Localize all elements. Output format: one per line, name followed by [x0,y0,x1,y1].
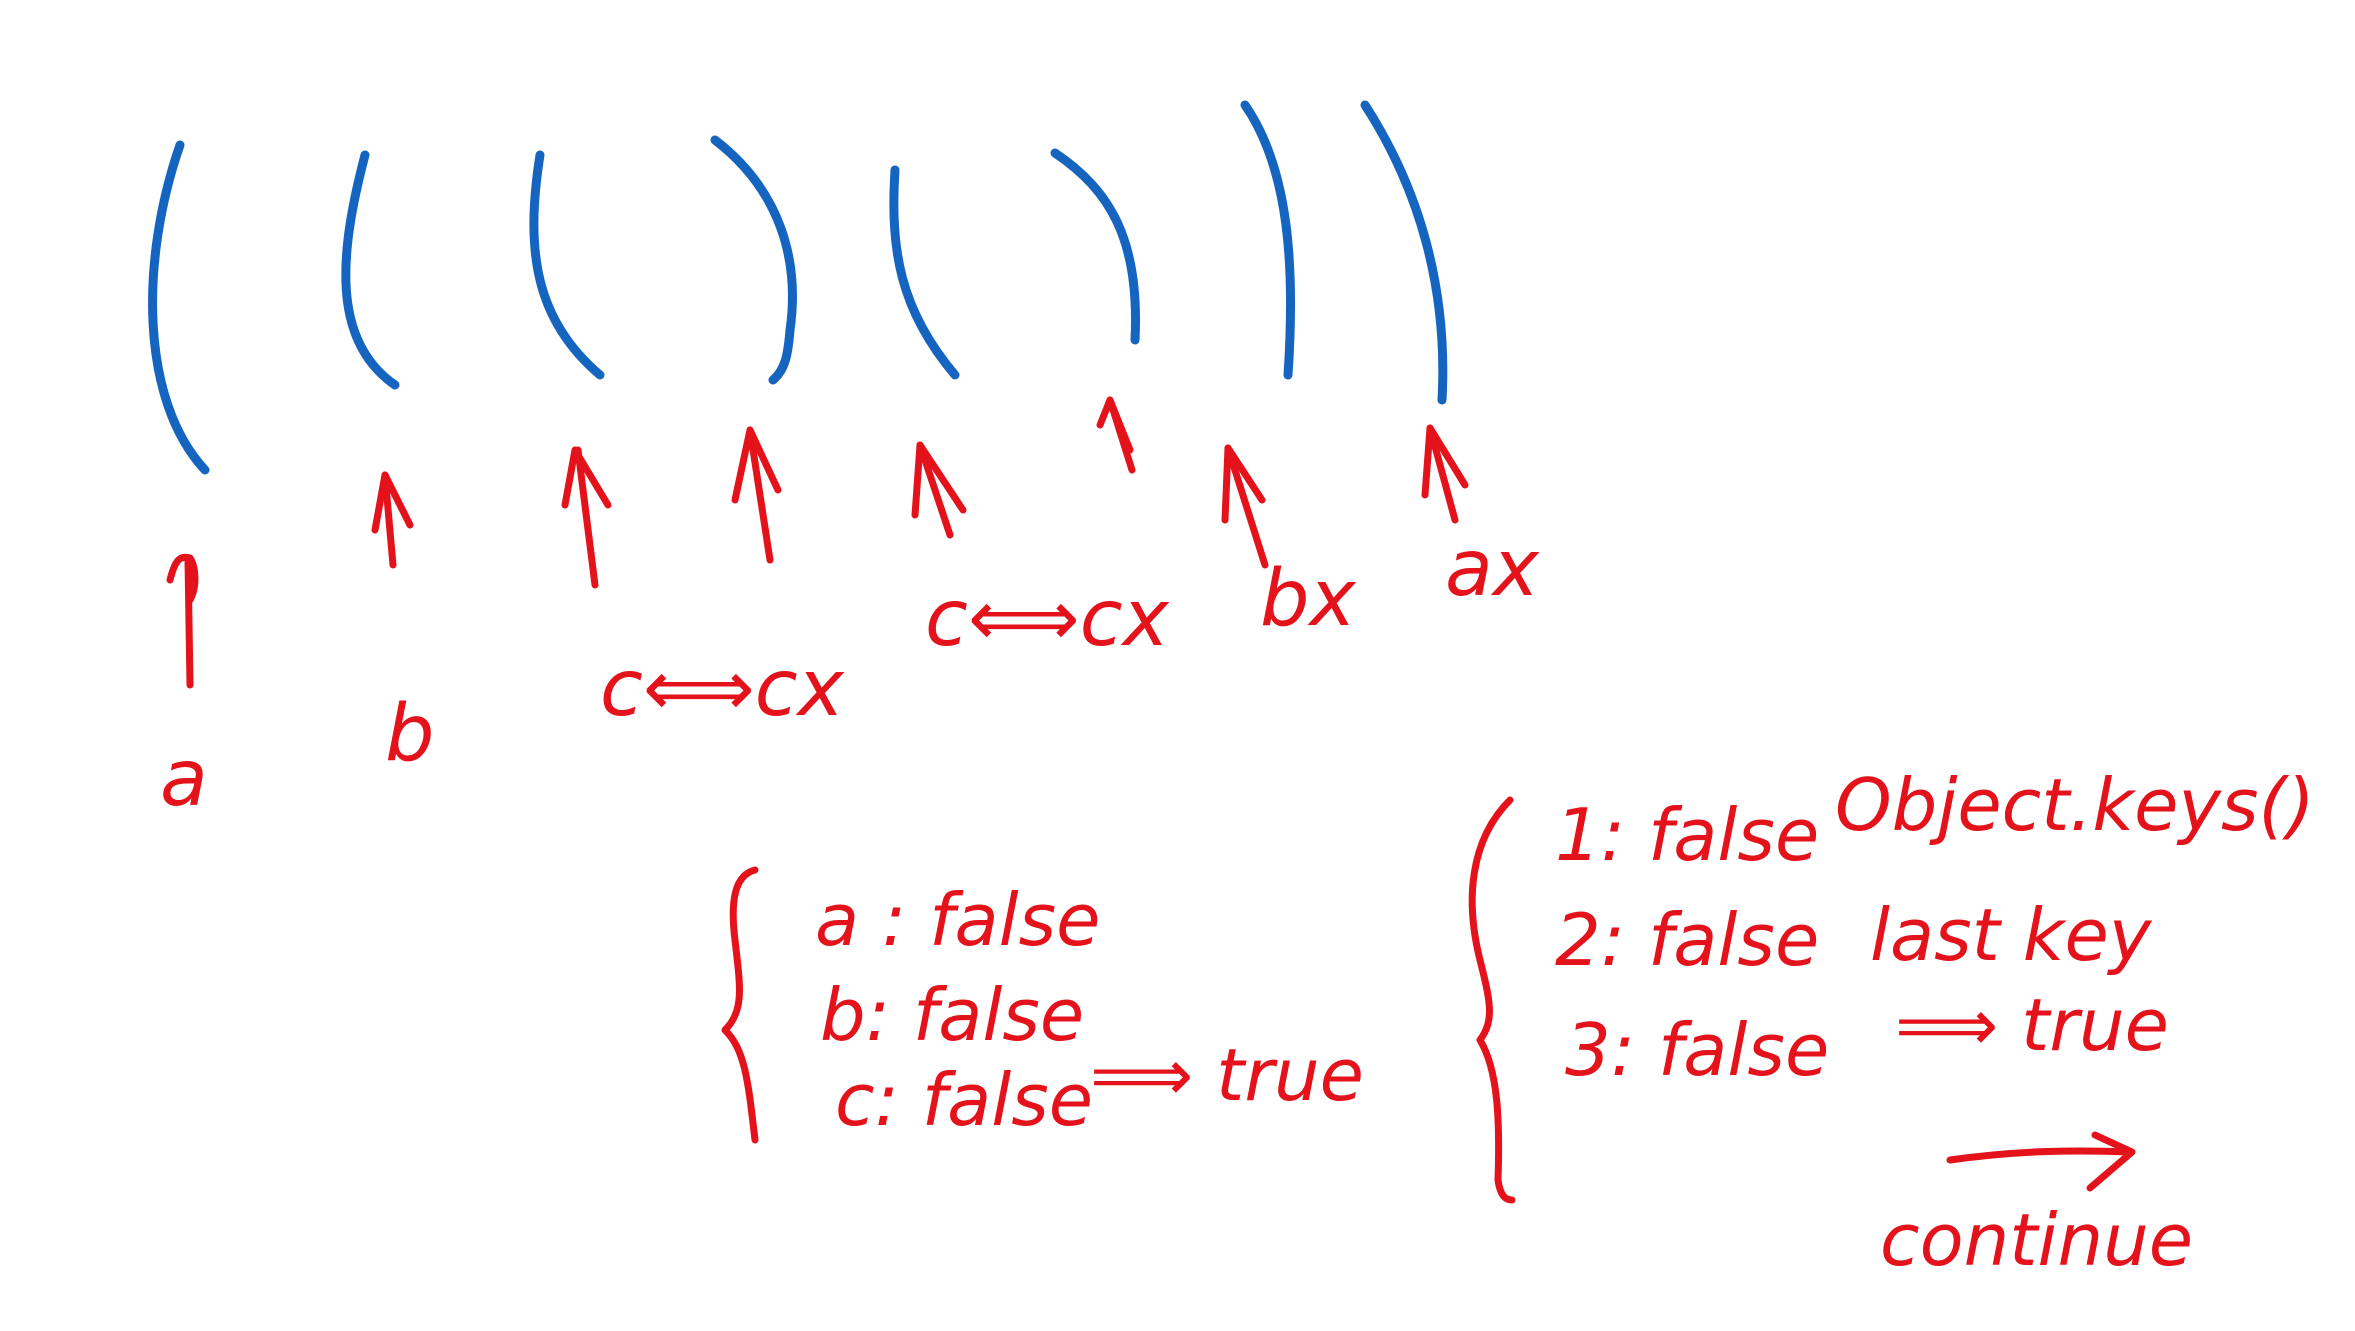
label-c-cx-2: c⟺cx [925,574,1170,664]
arrow-bx [1221,444,1269,569]
arrow-ax [1421,424,1469,524]
arrow-c-2 [911,441,967,539]
arrow-a [166,553,199,689]
paren-open-2 [341,150,400,390]
continue-arrow [1946,1131,2136,1192]
object-keys-label: Object.keys() [1835,763,2315,847]
arrow-cx-1 [731,426,782,564]
paren-open-1 [148,140,210,475]
map-left-c: c: false [835,1058,1093,1142]
paren-close-4 [1360,100,1448,405]
map-right: 1: false 2: false 3: false Object.keys()… [1468,763,2315,1282]
map-right-1: 1: false [1555,793,1819,877]
label-c-cx-1: c⟺cx [600,644,845,734]
map-right-2: 2: false [1555,898,1819,982]
label-ax: ax [1445,524,1540,614]
map-left: a : false b: false c: false ⟹ true [721,866,1364,1144]
arrow-b [371,471,414,569]
paren-close-2 [1050,148,1141,345]
map-left-a: a : false [815,878,1100,962]
last-key-label: last key [1870,893,2153,977]
parentheses-row [148,100,1448,475]
paren-close-3 [1240,100,1296,380]
paren-open-4 [889,165,960,380]
paren-open-3 [529,150,605,380]
continue-label: continue [1880,1198,2193,1282]
brace-right [1468,796,1516,1204]
map-right-result: ⟹ true [1895,983,2169,1067]
paren-close-1 [710,135,797,385]
map-left-c-result: ⟹ true [1090,1033,1364,1117]
label-b: b [385,689,435,779]
map-left-b: b: false [820,973,1084,1057]
pointer-labels: a b c⟺cx c⟺cx bx ax [160,524,1540,824]
arrow-cx-2 [1096,396,1136,474]
pointer-arrows [166,396,1469,689]
label-bx: bx [1260,554,1357,644]
arrow-c-1 [561,446,612,589]
map-right-3: 3: false [1565,1008,1829,1092]
brace-left [721,866,759,1144]
label-a: a [160,734,208,824]
